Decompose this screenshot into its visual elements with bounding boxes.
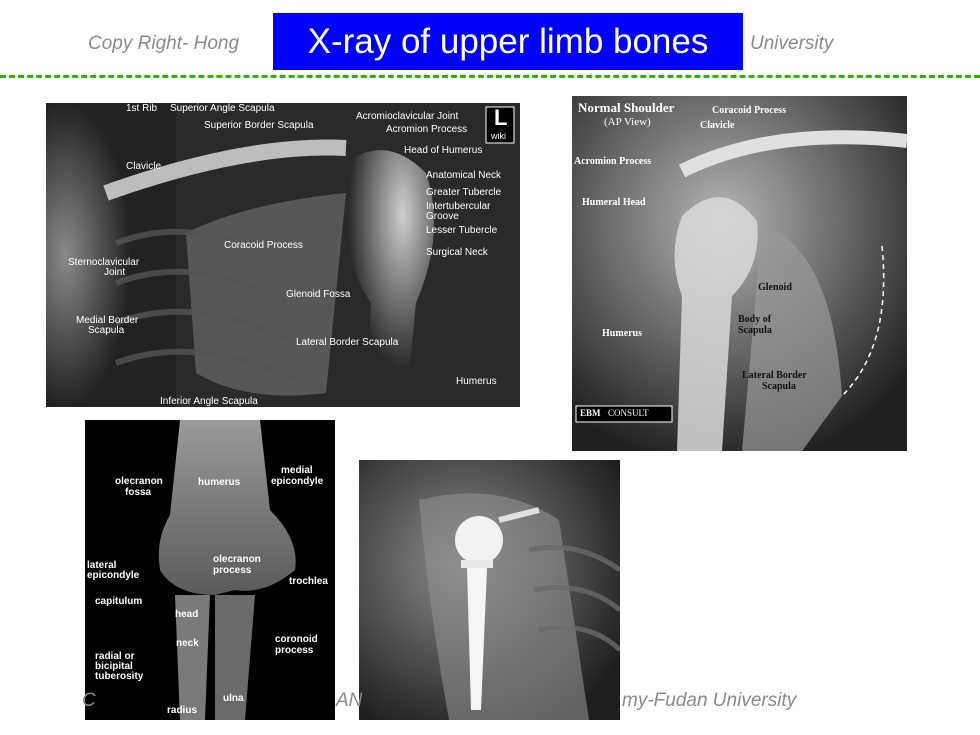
p3-label-olecranon: olecranon [213,554,261,565]
p3-label-olecranon-process: process [213,565,252,576]
badge-letter: L [494,105,508,130]
label-intertubercular: Intertubercular [426,201,491,212]
university-text-bottom: my-Fudan University [622,690,797,711]
label-groove: Groove [426,211,459,222]
p3-label-radial-or: radial or [95,651,135,662]
slide-title: X-ray of upper limb bones [273,13,743,70]
p2-label-glenoid: Glenoid [758,282,792,293]
p3-label-lateral-epicondyle: epicondyle [87,570,140,581]
p2-label-clavicle: Clavicle [700,120,735,131]
label-superior-border: Superior Border Scapula [204,120,314,131]
copyright-text-top: Copy Right- Hong [88,33,240,54]
label-coracoid: Coracoid Process [224,240,303,251]
shoulder-xray-labeled: L wiki 1st Rib Superior Angle Scapula Su… [46,103,520,407]
shoulder-xray-drawing [46,103,520,407]
badge-text: wiki [491,131,506,141]
p3-label-neck: neck [176,638,199,649]
p3-label-coronoid-process: process [275,645,314,656]
label-glenoid-fossa: Glenoid Fossa [286,289,351,300]
normal-shoulder-drawing [572,96,907,451]
copyright-text-bottom-mid: AN [336,690,363,711]
label-humerus: Humerus [456,376,497,387]
label-inferior-angle: Inferior Angle Scapula [160,396,258,407]
p3-label-medial-epicondyle: epicondyle [271,476,324,487]
label-lesser-tubercle: Lesser Tubercle [426,225,498,236]
p3-label-fossa: fossa [125,487,152,498]
copyright-text-bottom: C [82,690,96,711]
p3-label-head: head [175,609,199,620]
p2-title-1: Normal Shoulder [578,100,675,115]
p3-label-radius: radius [167,705,198,716]
p3-label-medial: medial [281,465,313,476]
label-acromion: Acromion Process [386,124,468,135]
label-clavicle: Clavicle [126,161,162,172]
p3-label-ulna: ulna [223,693,244,704]
label-medial-border: Medial Border [76,315,139,326]
label-medial-scapula: Scapula [88,325,125,336]
p3-label-bicipital: bicipital [95,661,133,672]
p3-label-lateral: lateral [87,560,117,571]
label-anatomical-neck: Anatomical Neck [426,170,502,181]
label-1st-rib: 1st Rib [126,103,158,114]
p2-label-body-of: Body of [738,314,772,325]
label-joint: Joint [104,267,126,278]
normal-shoulder-xray: Normal Shoulder (AP View) Coracoid Proce… [572,96,907,451]
p2-label-scapula: Scapula [738,325,772,336]
label-sternoclavicular: Sternoclavicular [68,257,140,268]
label-lateral-border: Lateral Border Scapula [296,337,399,348]
p3-label-capitulum: capitulum [95,596,143,607]
p2-label-humerus: Humerus [602,328,642,339]
label-ac-joint: Acromioclavicular Joint [356,111,459,122]
p3-label-coronoid: coronoid [275,634,318,645]
p2-title-2: (AP View) [604,116,651,128]
p3-label-tuberosity: tuberosity [95,671,144,682]
p2-brand-ebm: EBM [580,408,601,418]
shoulder-prosthesis-xray [359,460,620,720]
label-greater-tubercle: Greater Tubercle [426,187,502,198]
p2-label-coracoid: Coracoid Process [712,105,786,116]
p3-label-trochlea: trochlea [289,576,328,587]
prosthesis-drawing [359,460,620,720]
dashed-divider [0,75,980,78]
p2-label-humeral-head: Humeral Head [582,197,646,208]
p2-label-lateral-border: Lateral Border [742,370,807,381]
p2-brand-consult: CONSULT [608,408,649,418]
p3-label-humerus: humerus [198,477,241,488]
label-surgical-neck: Surgical Neck [426,247,488,258]
university-text-top: University [750,33,834,54]
p2-label-acromion: Acromion Process [574,156,652,167]
label-superior-angle: Superior Angle Scapula [170,103,275,114]
elbow-xray-labeled: olecranon fossa humerus medial epicondyl… [85,420,335,720]
label-head-humerus: Head of Humerus [404,145,483,156]
p2-label-lateral-scapula: Scapula [762,381,796,392]
elbow-drawing [85,420,335,720]
p3-label-olecranon-fossa: olecranon [115,476,163,487]
